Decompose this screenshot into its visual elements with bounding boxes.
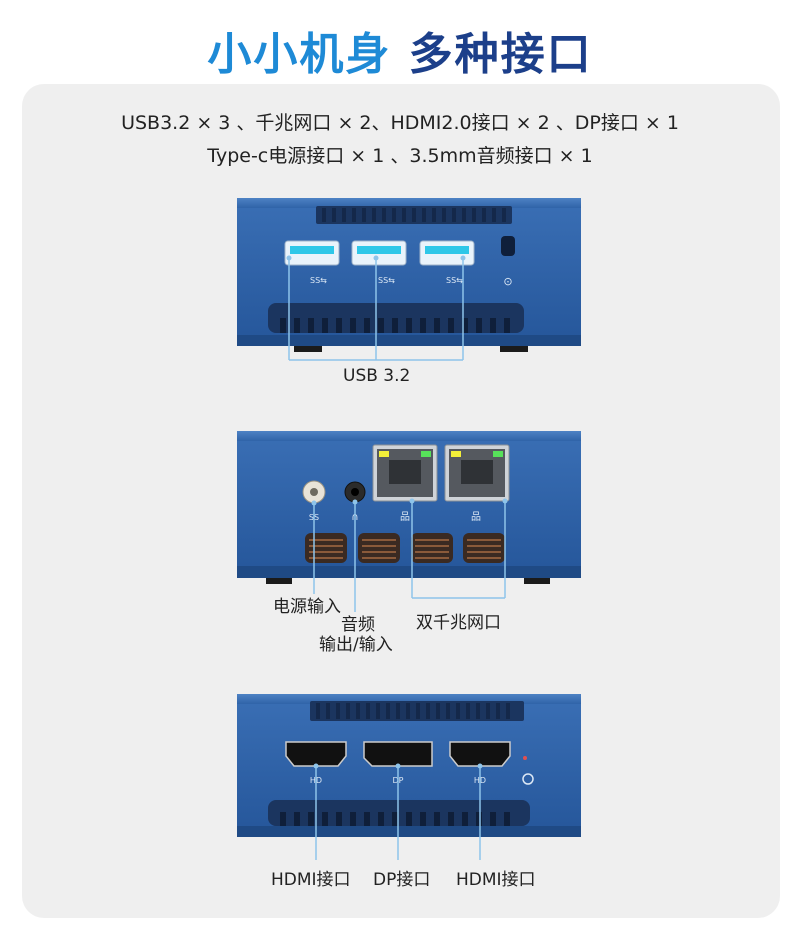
top-vent-3: [310, 701, 524, 721]
top-vent: [316, 206, 512, 224]
bottom-vent: [268, 303, 524, 333]
device-usb-view: ⊙ SS⇆ SS⇆ SS⇆: [237, 198, 581, 361]
device-display-view: HD DP HD: [237, 694, 581, 860]
usb-port-1: [284, 240, 340, 266]
label-power: 电源输入: [273, 597, 341, 617]
title-part1: 小小机身: [207, 29, 392, 80]
label-hdmi-2: HDMI接口: [456, 870, 536, 890]
label-audio-line1: 音频: [341, 615, 375, 635]
kensington-lock: [501, 236, 515, 256]
svg-text:品: 品: [471, 511, 481, 523]
hdmi-port-1: [285, 741, 347, 767]
svg-text:品: 品: [400, 511, 410, 523]
label-dp: DP接口: [373, 870, 431, 890]
svg-text:⊙: ⊙: [503, 275, 512, 288]
label-lan: 双千兆网口: [416, 613, 501, 633]
title-part2: 多种接口: [408, 29, 593, 80]
label-audio-line2: 输出/输入: [319, 635, 393, 655]
hdmi-port-2: [449, 741, 511, 767]
rj45-port-2: [444, 444, 510, 502]
spec-line-2: Type-c电源接口 × 1 、3.5mm音频接口 × 1: [207, 145, 593, 167]
page-title: 小小机身 多种接口: [0, 18, 800, 82]
label-hdmi-1: HDMI接口: [271, 870, 351, 890]
svg-text:SS⇆: SS⇆: [310, 276, 327, 285]
usb-port-3: [419, 240, 475, 266]
device-lan-view: SS ∩ 品 品: [237, 431, 581, 612]
label-usb: USB 3.2: [343, 366, 411, 386]
bottom-vent-3: [268, 800, 530, 826]
svg-text:SS⇆: SS⇆: [378, 276, 395, 285]
spec-line-1: USB3.2 × 3 、千兆网口 × 2、HDMI2.0接口 × 2 、DP接口…: [121, 112, 679, 134]
svg-text:SS⇆: SS⇆: [446, 276, 463, 285]
dp-port: [363, 741, 433, 767]
usb-port-2: [351, 240, 407, 266]
rj45-port-1: [372, 444, 438, 502]
